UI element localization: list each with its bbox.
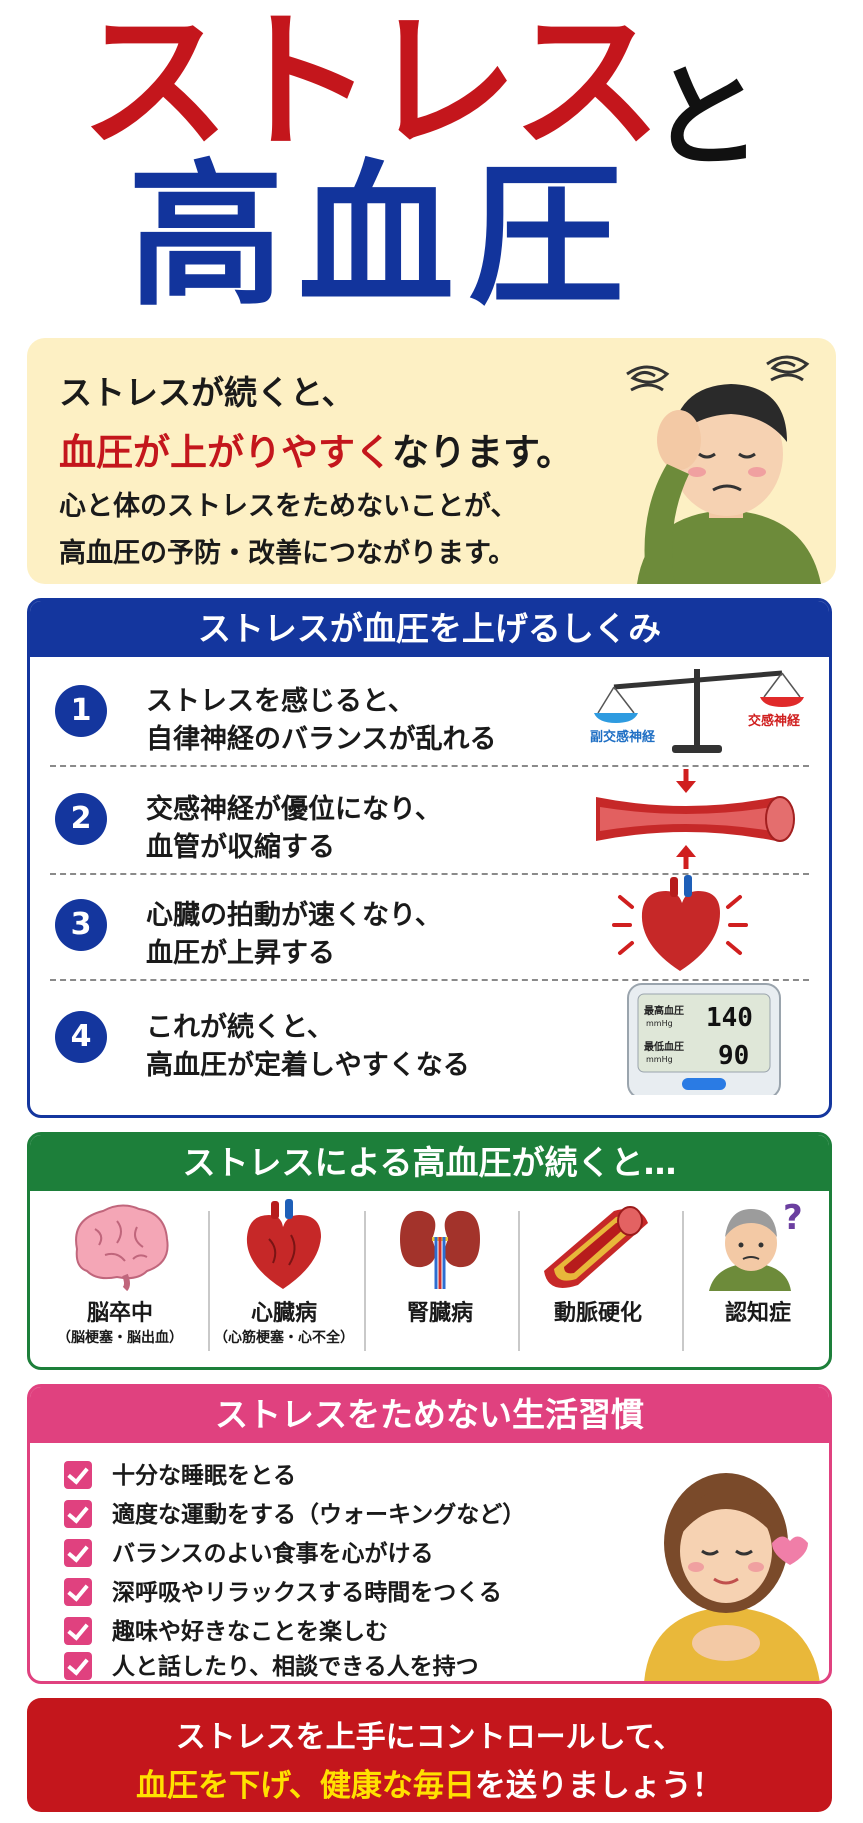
check-icon [64, 1461, 92, 1489]
step-text-line-1: これが続くと、 [146, 1012, 334, 1043]
blood-pressure-monitor-icon: 最高血圧 mmHg 140 最低血圧 mmHg 90 [627, 983, 781, 1095]
footer-line-1: ストレスを上手にコントロールして、 [175, 1720, 684, 1755]
step-divider [50, 765, 809, 767]
consequences-section: ストレスによる高血圧が続くと… 脳卒中 （脳梗塞・脳出血） 心臓病 （心筋梗塞・… [27, 1132, 832, 1370]
step-number-badge: 1 [55, 685, 107, 737]
consequence-label: 動脈硬化 [553, 1301, 642, 1326]
brain-icon [75, 1204, 169, 1291]
habit-text: 趣味や好きなことを楽しむ [112, 1619, 388, 1645]
kidneys-icon [400, 1210, 480, 1289]
item-divider [518, 1211, 520, 1351]
monitor-sys-value: 140 [706, 1003, 753, 1033]
mechanism-step: 4 これが続くと、 高血圧が定着しやすくなる 最高血圧 mmHg 140 最低血… [30, 983, 829, 1095]
habit-text: 十分な睡眠をとる [112, 1463, 296, 1489]
stressed-man-icon [626, 355, 821, 584]
habit-text: バランスのよい食事を心がける [112, 1541, 434, 1567]
confused-elder-icon: ? [709, 1199, 803, 1291]
consequence-item: 腎臓病 [370, 1199, 510, 1359]
consequence-item: ? 認知症 [688, 1199, 828, 1359]
intro-line-2-rest: なります。 [392, 431, 574, 474]
monitor-dia-label: 最低血圧 [644, 1040, 684, 1053]
check-icon [64, 1539, 92, 1567]
check-icon [64, 1652, 92, 1680]
step-text-line-2: 血管が収縮する [146, 832, 335, 863]
consequence-sub: （脳梗塞・脳出血） [57, 1330, 183, 1346]
consequences-heading: ストレスによる高血圧が続くと… [30, 1135, 829, 1191]
title-block: ストレス と 高血圧 [0, 0, 863, 330]
step-number-badge: 2 [55, 793, 107, 845]
step-text-line-1: 心臓の拍動が速くなり、 [146, 900, 442, 931]
item-divider [364, 1211, 366, 1351]
step-number-badge: 3 [55, 899, 107, 951]
monitor-sys-unit: mmHg [646, 1019, 673, 1028]
consequence-item: 動脈硬化 [524, 1199, 672, 1359]
footer-highlight-2: 健康な毎日 [319, 1768, 475, 1804]
intro-line-2: 血圧が上がりやすくなります。 [59, 422, 573, 476]
consequence-label: 腎臓病 [406, 1301, 473, 1326]
heart-icon [246, 1199, 321, 1289]
title-connector: と [650, 53, 762, 183]
mechanism-step: 1 ストレスを感じると、 自律神経のバランスが乱れる 副交感神経 交感神経 [30, 659, 829, 763]
step-text-line-2: 自律神経のバランスが乱れる [146, 724, 497, 755]
intro-highlight: 血圧が上がりやすく [59, 431, 392, 474]
svg-text:?: ? [783, 1199, 803, 1238]
mechanism-step: 2 交感神経が優位になり、 血管が収縮する [30, 767, 829, 871]
title-stress: ストレス [80, 0, 662, 170]
intro-line-1: ストレスが続くと、 [59, 373, 355, 412]
monitor-sys-label: 最高血圧 [644, 1004, 684, 1017]
footer-banner: ストレスを上手にコントロールして、 血圧を下げ、健康な毎日を送りましょう！ [27, 1698, 832, 1812]
scale-right-label: 交感神経 [748, 713, 801, 729]
step-text-line-2: 高血圧が定着しやすくなる [146, 1050, 470, 1081]
constricted-vessel-icon [596, 769, 795, 869]
mechanism-heading: ストレスが血圧を上げるしくみ [30, 601, 829, 657]
step-text-line-1: 交感神経が優位になり、 [146, 794, 442, 825]
footer-line-2-rest: を送りましょう！ [474, 1768, 723, 1804]
relaxed-woman-icon [644, 1473, 820, 1681]
consequence-label: 心臓病 [250, 1301, 317, 1326]
step-divider [50, 979, 809, 981]
intro-line-4: 高血圧の予防・改善につながります。 [59, 538, 516, 569]
check-icon [64, 1500, 92, 1528]
consequence-item: 心臓病 （心筋梗塞・心不全） [214, 1199, 354, 1359]
consequence-item: 脳卒中 （脳梗塞・脳出血） [40, 1199, 200, 1359]
habit-text: 深呼吸やリラックスする時間をつくる [112, 1580, 502, 1606]
balance-scale-icon: 副交感神経 交感神経 [590, 669, 804, 753]
habit-text: 人と話したり、相談できる人を持つ [112, 1654, 479, 1680]
mechanism-section: ストレスが血圧を上げるしくみ 1 ストレスを感じると、 自律神経のバランスが乱れ… [27, 598, 832, 1118]
consequence-label: 認知症 [724, 1301, 791, 1326]
item-divider [208, 1211, 210, 1351]
step-divider [50, 873, 809, 875]
mechanism-step: 3 心臓の拍動が速くなり、 血圧が上昇する [30, 873, 829, 977]
footer-highlight-1: 血圧を下げ、 [136, 1768, 320, 1804]
scale-left-label: 副交感神経 [590, 729, 656, 745]
intro-box: ストレスが続くと、 血圧が上がりやすくなります。 心と体のストレスをためないこと… [27, 338, 836, 584]
beating-heart-icon [612, 875, 748, 971]
step-number-badge: 4 [55, 1011, 107, 1063]
title-hypertension: 高血圧 [128, 145, 638, 327]
check-icon [64, 1617, 92, 1645]
consequence-sub: （心筋梗塞・心不全） [214, 1330, 354, 1346]
monitor-dia-unit: mmHg [646, 1055, 673, 1064]
artery-icon [544, 1206, 648, 1288]
habits-heading: ストレスをためない生活習慣 [30, 1387, 829, 1443]
habits-section: ストレスをためない生活習慣 十分な睡眠をとる 適度な運動をする（ウォーキングなど… [27, 1384, 832, 1684]
intro-line-3: 心と体のストレスをためないことが、 [59, 491, 518, 522]
consequence-label: 脳卒中 [86, 1301, 153, 1326]
step-text-line-2: 血圧が上昇する [146, 938, 335, 969]
habit-text: 適度な運動をする（ウォーキングなど） [112, 1502, 526, 1528]
step-text-line-1: ストレスを感じると、 [146, 686, 415, 717]
monitor-dia-value: 90 [718, 1041, 749, 1071]
footer-line-2: 血圧を下げ、健康な毎日を送りましょう！ [27, 1760, 832, 1805]
item-divider [682, 1211, 684, 1351]
check-icon [64, 1578, 92, 1606]
